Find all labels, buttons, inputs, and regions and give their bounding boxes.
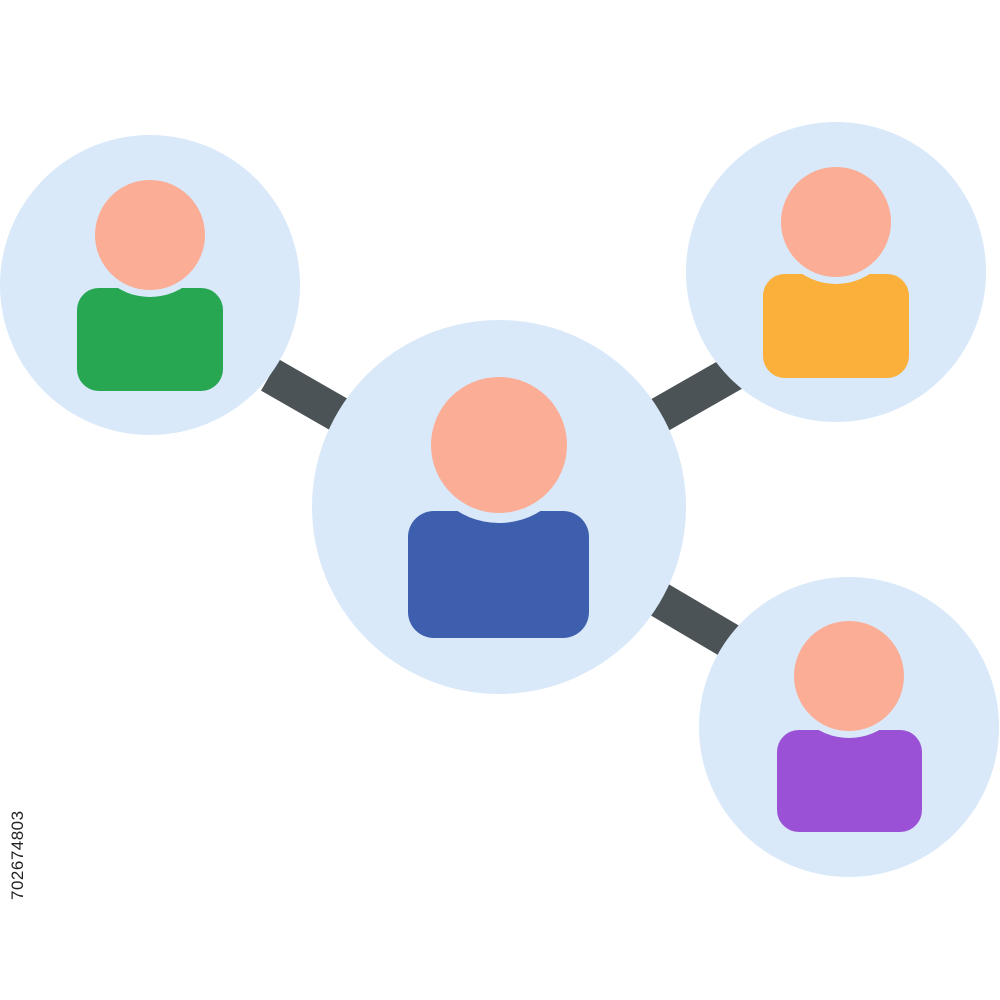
user-body-orange — [763, 274, 909, 378]
connector-line-top-left — [261, 359, 354, 434]
user-body-blue — [408, 511, 589, 638]
user-head-icon — [781, 167, 891, 277]
user-body-purple — [777, 730, 922, 832]
user-node-center — [312, 320, 686, 694]
user-node-top-left — [0, 135, 300, 435]
user-head-icon — [95, 180, 205, 290]
user-body-green — [77, 288, 223, 391]
stock-id-label: 702674803 — [8, 810, 27, 900]
user-node-top-right — [686, 122, 986, 422]
user-head-icon — [431, 377, 567, 513]
user-head-icon — [794, 621, 904, 731]
connector-line-top-right — [649, 356, 744, 432]
connector-line-bottom-right — [645, 581, 743, 659]
user-node-bottom-right — [699, 577, 999, 877]
